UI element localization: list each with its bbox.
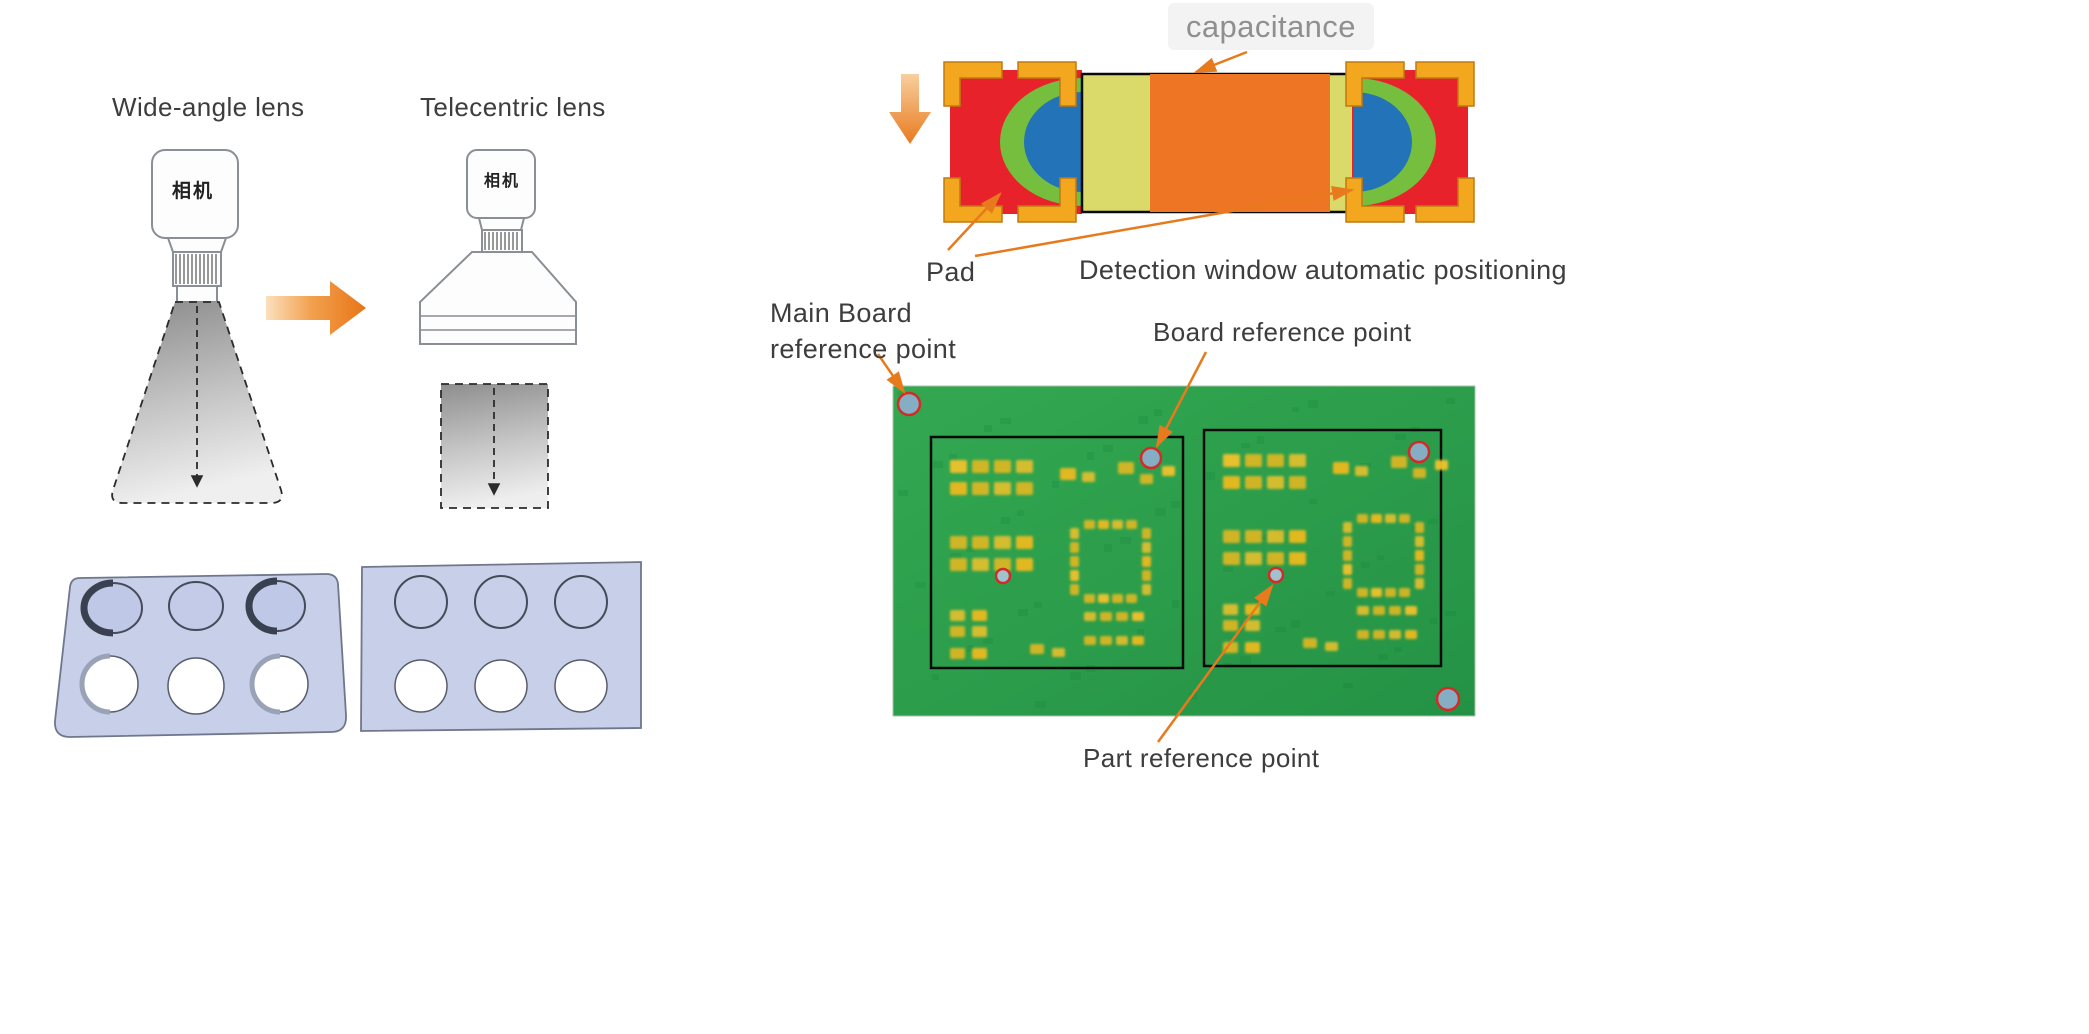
solder-pads-right-board xyxy=(1223,454,1448,653)
down-arrow xyxy=(889,74,931,144)
hole-shadow-crescent xyxy=(79,653,111,715)
camera-neck xyxy=(477,217,526,231)
barrel-stripes xyxy=(484,232,518,250)
wide-angle-camera-icon xyxy=(151,149,239,303)
part-fiducial-left xyxy=(994,567,1012,585)
wide-angle-lens-label: Wide-angle lens xyxy=(112,92,305,122)
solder-pads-left-board xyxy=(950,460,1175,659)
part-ref-arrow xyxy=(1156,583,1274,743)
left-lens-comparison xyxy=(54,149,642,738)
capacitor-body xyxy=(1150,74,1330,212)
hole-outline xyxy=(554,575,608,629)
hole-shadow-crescent xyxy=(80,579,114,637)
undistorted-sample-plate xyxy=(360,561,642,732)
camera-barrel xyxy=(172,251,222,287)
right-terminal-brackets xyxy=(1345,61,1475,223)
right-board-outline xyxy=(1202,428,1443,668)
main-board-ref-arrow xyxy=(876,353,906,395)
telecentric-bell xyxy=(419,251,577,345)
camera-barrel xyxy=(481,229,523,253)
hole-white xyxy=(394,659,448,713)
main-board-reference-label-line1: Main Board xyxy=(770,298,913,328)
detection-window-label: Detection window automatic positioning xyxy=(1079,255,1567,285)
hole-outline xyxy=(394,575,448,629)
main-board-fiducial xyxy=(896,391,922,417)
camera-barrel-tip xyxy=(176,285,218,303)
telecentric-camera-icon xyxy=(419,149,577,345)
hole-shadow-crescent xyxy=(245,577,278,635)
camera-text-wide-angle: 相机 xyxy=(172,181,215,202)
reference-point-markers xyxy=(896,391,1461,712)
board-reference-label: Board reference point xyxy=(1153,317,1412,347)
hole-outline xyxy=(474,575,528,629)
hole-shadow-crescent xyxy=(249,653,281,715)
capacitor-component-diagram xyxy=(889,61,1475,223)
part-fiducial-right xyxy=(1267,566,1285,584)
left-pad-blue-lens xyxy=(1024,92,1082,192)
hole-white xyxy=(474,659,528,713)
capacitance-arrow xyxy=(1193,50,1248,74)
barrel-stripes xyxy=(175,254,217,284)
right-pad-blue-lens xyxy=(1354,92,1412,192)
hole-white xyxy=(554,659,608,713)
pcb-diagram xyxy=(892,385,1476,717)
board-fiducial-left xyxy=(1139,446,1163,470)
hole-white xyxy=(167,657,225,715)
part-reference-label: Part reference point xyxy=(1083,743,1320,773)
main-board-reference-label-line2: reference point xyxy=(770,334,957,364)
board-ref-arrow xyxy=(1155,351,1208,449)
hole-outline xyxy=(168,581,224,631)
telecentric-lens-label: Telecentric lens xyxy=(420,92,606,122)
pad-arrow-left xyxy=(947,192,1002,251)
lens-conversion-arrow xyxy=(266,281,366,335)
pad-label: Pad xyxy=(926,257,976,287)
annotation-arrows xyxy=(876,50,1355,743)
left-board-outline xyxy=(929,435,1185,670)
bell-lines xyxy=(420,315,576,331)
pad-arrow-right xyxy=(974,186,1355,258)
main-board-fiducial-2 xyxy=(1435,686,1461,712)
capacitance-label: capacitance xyxy=(1168,3,1374,51)
distorted-sample-plate xyxy=(54,573,347,738)
camera-text-telecentric: 相机 xyxy=(484,173,521,190)
board-fiducial-right xyxy=(1407,440,1431,464)
camera-neck xyxy=(166,237,228,253)
